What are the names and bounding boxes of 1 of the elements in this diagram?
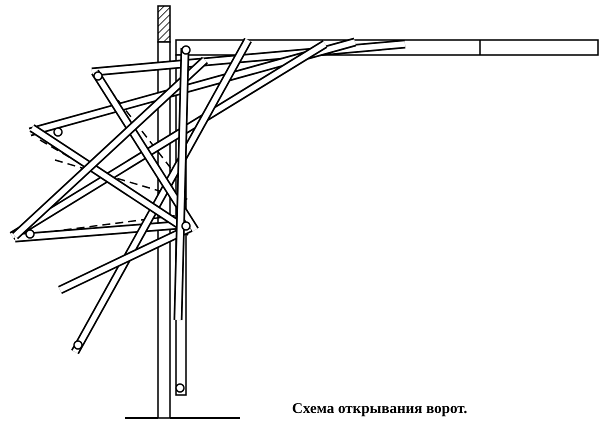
caption: Схема открывания ворот. [292,400,468,419]
